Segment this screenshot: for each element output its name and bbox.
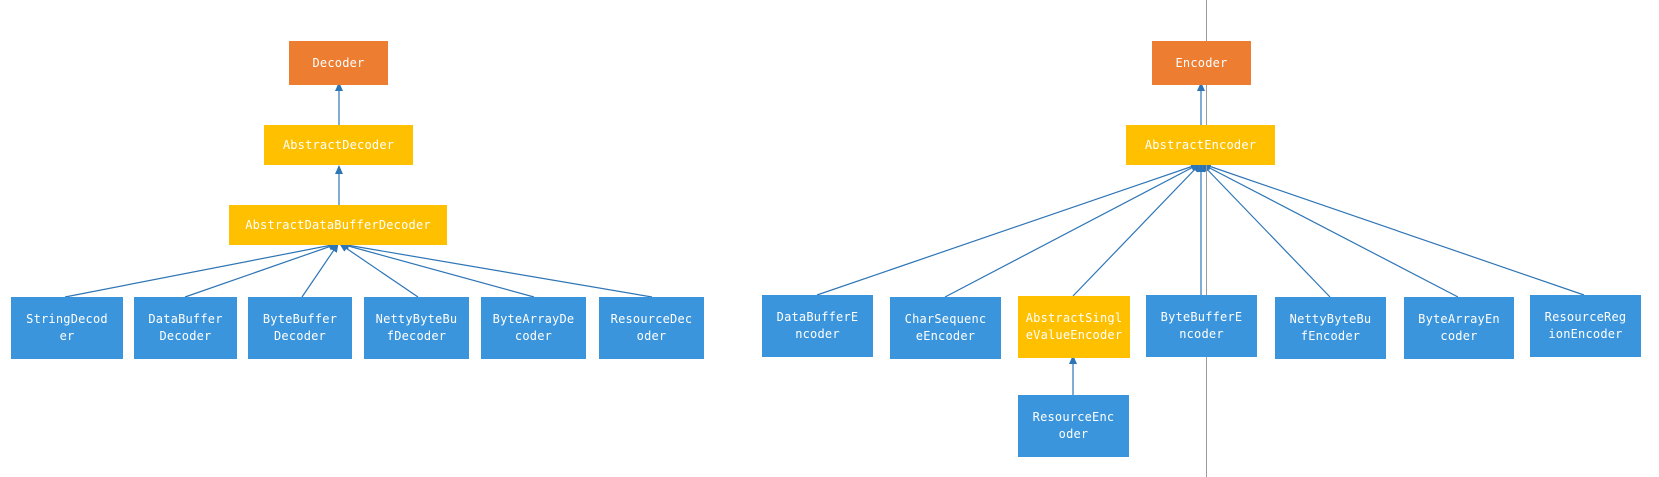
netty-byte-buf-decoder-node: NettyByteBu fDecoder: [364, 297, 469, 359]
abstract-encoder-node: AbstractEncoder: [1126, 125, 1275, 165]
string-decoder-label: StringDecod er: [26, 312, 108, 343]
char-sequence-encoder-label: CharSequenc eEncoder: [904, 312, 987, 343]
byte-array-decoder-node: ByteArrayDe coder: [481, 297, 586, 359]
resource-decoder-node: ResourceDec oder: [599, 297, 704, 359]
data-buffer-encoder-node: DataBufferE ncoder: [762, 295, 873, 357]
netty-byte-buf-encoder-node: NettyByteBu fEncoder: [1275, 297, 1386, 359]
char-sequence-encoder-node: CharSequenc eEncoder: [890, 297, 1001, 359]
arrow-resourceregionencoder: [1202, 162, 1585, 296]
arrow-resourcedecoder: [340, 241, 653, 298]
abstract-single-value-encoder-label: AbstractSingl eValueEncoder: [1025, 311, 1123, 342]
resource-encoder-label: ResourceEnc oder: [1032, 410, 1115, 441]
arrow-bytearrayencoder: [1201, 163, 1459, 298]
encoder-label: Encoder: [1175, 55, 1228, 70]
abstract-encoder-label: AbstractEncoder: [1144, 137, 1257, 152]
arrow-nettybytebufdecoder: [339, 243, 419, 298]
data-buffer-encoder-label: DataBufferE ncoder: [776, 310, 859, 341]
data-buffer-decoder-label: DataBuffer Decoder: [148, 312, 223, 343]
arrow-bytearraydecoder: [340, 242, 535, 298]
byte-buffer-decoder-node: ByteBuffer Decoder: [248, 297, 352, 359]
arrow-stringdecoder: [64, 241, 338, 298]
arrow-databufferdecoder: [184, 242, 338, 298]
byte-buffer-decoder-label: ByteBuffer Decoder: [262, 312, 338, 343]
resource-region-encoder-label: ResourceReg ionEncoder: [1544, 310, 1627, 341]
arrow-databufferencoder: [816, 162, 1200, 296]
decoder-label: Decoder: [312, 55, 365, 70]
resource-region-encoder-node: ResourceReg ionEncoder: [1530, 295, 1641, 357]
netty-byte-buf-decoder-label: NettyByteBu fDecoder: [375, 312, 458, 343]
abstract-decoder-node: AbstractDecoder: [264, 125, 413, 165]
byte-array-encoder-node: ByteArrayEn coder: [1404, 297, 1514, 359]
abstract-data-buffer-decoder-label: AbstractDataBufferDecoder: [245, 217, 431, 232]
abstract-decoder-label: AbstractDecoder: [282, 137, 395, 152]
arrow-bytebufferdecoder: [301, 243, 339, 298]
abstract-single-value-encoder-node: AbstractSingl eValueEncoder: [1018, 296, 1130, 358]
vertical-divider-line: [1206, 0, 1207, 477]
string-decoder-node: StringDecod er: [11, 297, 123, 359]
decoder-node: Decoder: [289, 41, 388, 85]
abstract-data-buffer-decoder-node: AbstractDataBufferDecoder: [229, 205, 447, 245]
data-buffer-decoder-node: DataBuffer Decoder: [134, 297, 237, 359]
resource-encoder-node: ResourceEnc oder: [1018, 395, 1129, 457]
arrow-charsequenceencoder: [944, 163, 1200, 298]
arrow-nettybytebufencoder: [1201, 163, 1331, 298]
byte-array-encoder-label: ByteArrayEn coder: [1418, 312, 1500, 343]
byte-buffer-encoder-node: ByteBufferE ncoder: [1146, 295, 1257, 357]
encoder-node: Encoder: [1152, 41, 1251, 85]
byte-array-decoder-label: ByteArrayDe coder: [492, 312, 575, 343]
arrow-abstractsinglevalueencoder: [1072, 163, 1201, 297]
resource-decoder-label: ResourceDec oder: [610, 312, 693, 343]
netty-byte-buf-encoder-label: NettyByteBu fEncoder: [1289, 312, 1372, 343]
byte-buffer-encoder-label: ByteBufferE ncoder: [1160, 310, 1243, 341]
